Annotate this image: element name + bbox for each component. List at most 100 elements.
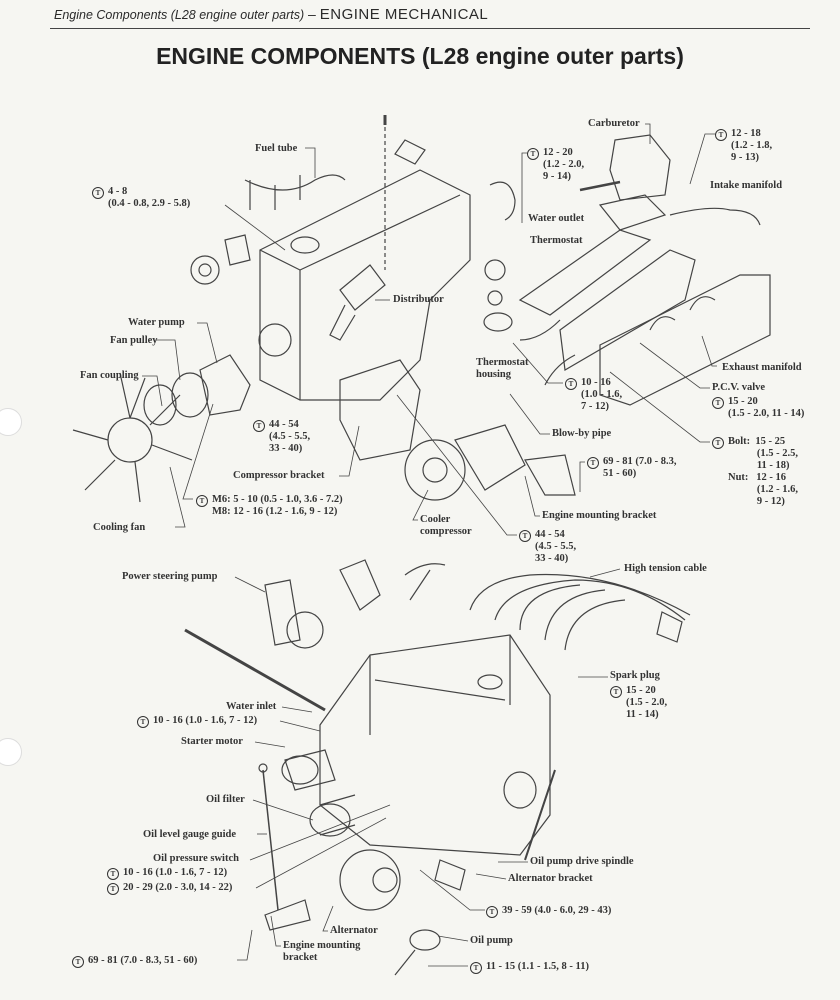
label-power-steering-pump: Power steering pump <box>122 571 218 582</box>
carburetor-part <box>579 134 671 231</box>
torque-icon <box>107 868 119 880</box>
label-alternator-bracket: Alternator bracket <box>508 873 593 884</box>
torque-value: 10 - 16 (1.0 - 1.6, 7 - 12) <box>581 377 623 412</box>
cooling-fan-part <box>72 354 251 503</box>
label-intake-manifold: Intake manifold <box>710 180 783 191</box>
torque-value: 69 - 81 (7.0 - 8.3, 51 - 60) <box>603 456 677 479</box>
torque-icon <box>72 956 84 968</box>
torque-value: 44 - 54 (4.5 - 5.5, 33 - 40) <box>269 419 311 454</box>
label-fan-pulley: Fan pulley <box>110 335 158 346</box>
torque-icon <box>527 148 539 160</box>
label-alternator: Alternator <box>330 925 378 936</box>
punch-hole <box>0 408 22 436</box>
torque-value: 39 - 59 (4.0 - 6.0, 29 - 43) <box>502 905 612 916</box>
torque-oil-filter: 20 - 29 (2.0 - 3.0, 14 - 22) <box>107 882 232 895</box>
torque-icon <box>565 378 577 390</box>
torque-icon <box>715 129 727 141</box>
torque-icon <box>196 495 208 507</box>
compressor-parts <box>339 359 576 501</box>
label-exhaust-manifold: Exhaust manifold <box>722 362 802 373</box>
torque-icon <box>253 420 265 432</box>
torque-oil-pressure-switch: 10 - 16 (1.0 - 1.6, 7 - 12) <box>107 867 227 880</box>
label-water-pump: Water pump <box>128 317 185 328</box>
punch-hole <box>0 738 22 766</box>
header-chapter: ENGINE MECHANICAL <box>319 6 489 23</box>
intake-manifold-part <box>518 207 761 371</box>
high-tension-cable-part <box>469 573 691 651</box>
torque-icon <box>610 686 622 698</box>
exhaust-manifold-part <box>599 274 771 406</box>
label-fan-coupling: Fan coupling <box>80 370 139 381</box>
torque-value: 44 - 54 (4.5 - 5.5, 33 - 40) <box>535 529 577 564</box>
torque-value: 20 - 29 (2.0 - 3.0, 14 - 22) <box>123 882 233 893</box>
label-high-tension-cable: High tension cable <box>624 563 707 574</box>
power-steering-parts <box>184 559 446 712</box>
label-fuel-tube: Fuel tube <box>255 143 298 154</box>
torque-manifold: Bolt: 15 - 25 (1.5 - 2.5, 11 - 18) Nut: … <box>712 436 798 508</box>
fuel-tube-part <box>244 174 346 210</box>
torque-carburetor: 12 - 18 (1.2 - 1.8, 9 - 13) <box>715 128 772 164</box>
label-thermostat: Thermostat <box>530 235 583 246</box>
torque-value: 15 - 20 (1.5 - 2.0, 11 - 14) <box>728 396 805 419</box>
upper-engine-block <box>258 115 471 401</box>
torque-icon <box>92 187 104 199</box>
torque-water-inlet: 10 - 16 (1.0 - 1.6, 7 - 12) <box>137 715 257 728</box>
torque-icon <box>107 883 119 895</box>
label-compressor-bracket: Compressor bracket <box>233 470 325 481</box>
torque-value: 11 - 15 (1.1 - 1.5, 8 - 11) <box>486 961 589 972</box>
torque-value: 12 - 18 (1.2 - 1.8, 9 - 13) <box>731 128 773 163</box>
torque-blow-by: 10 - 16 (1.0 - 1.6, 7 - 12) <box>565 377 622 413</box>
torque-value: 12 - 20 (1.2 - 2.0, 9 - 14) <box>543 147 585 182</box>
torque-icon <box>712 397 724 409</box>
fan-pulley-parts <box>190 234 251 285</box>
label-water-inlet: Water inlet <box>226 701 277 712</box>
running-header: Engine Components (L28 engine outer part… <box>54 6 488 23</box>
label-water-outlet: Water outlet <box>528 213 585 224</box>
torque-mount-upper: 69 - 81 (7.0 - 8.3, 51 - 60) <box>587 456 677 480</box>
label-oil-pump-drive-spindle: Oil pump drive spindle <box>530 856 634 867</box>
header-rule <box>50 28 810 29</box>
label-oil-pressure-switch: Oil pressure switch <box>153 853 239 864</box>
torque-alternator-bracket: 39 - 59 (4.0 - 6.0, 29 - 43) <box>486 905 611 918</box>
label-distributor: Distributor <box>393 294 444 305</box>
torque-value: 4 - 8 (0.4 - 0.8, 2.9 - 5.8) <box>108 186 191 209</box>
label-oil-filter: Oil filter <box>206 794 245 805</box>
label-thermostat-housing: Thermostat housing <box>476 357 529 380</box>
distributor-part <box>329 264 386 341</box>
torque-fan: M6: 5 - 10 (0.5 - 1.0, 3.6 - 7.2) M8: 12… <box>196 494 343 518</box>
torque-value: 10 - 16 (1.0 - 1.6, 7 - 12) <box>123 867 228 878</box>
label-cooler-compressor: Cooler compressor <box>420 514 472 537</box>
label-engine-mounting-bracket: Engine mounting bracket <box>542 510 657 521</box>
torque-icon <box>587 457 599 469</box>
label-blow-by-pipe: Blow-by pipe <box>552 428 612 439</box>
label-spark-plug: Spark plug <box>610 670 660 681</box>
leader-lines <box>142 123 717 967</box>
lower-accessories <box>258 749 466 976</box>
torque-icon <box>486 906 498 918</box>
torque-value: Bolt: 15 - 25 (1.5 - 2.5, 11 - 18) Nut: … <box>728 436 798 507</box>
torque-value: 15 - 20 (1.5 - 2.0, 11 - 14) <box>626 685 668 720</box>
label-oil-level-gauge-guide: Oil level gauge guide <box>143 829 237 840</box>
label-pcv-valve: P.C.V. valve <box>712 382 766 393</box>
torque-compressor-bracket: 44 - 54 (4.5 - 5.5, 33 - 40) <box>253 419 310 455</box>
label-engine-mounting-bracket-lower: Engine mounting bracket <box>283 940 361 963</box>
torque-value: M6: 5 - 10 (0.5 - 1.0, 3.6 - 7.2) M8: 12… <box>212 494 343 517</box>
page-title: ENGINE COMPONENTS (L28 engine outer part… <box>156 43 684 69</box>
torque-icon <box>137 716 149 728</box>
torque-compressor: 44 - 54 (4.5 - 5.5, 33 - 40) <box>519 529 576 565</box>
torque-water-outlet: 12 - 20 (1.2 - 2.0, 9 - 14) <box>527 147 584 183</box>
torque-mount-lower: 69 - 81 (7.0 - 8.3, 51 - 60) <box>72 955 197 968</box>
torque-value: 69 - 81 (7.0 - 8.3, 51 - 60) <box>88 955 198 966</box>
torque-pcv: 15 - 20 (1.5 - 2.0, 11 - 14) <box>712 396 804 420</box>
torque-spark-plug: 15 - 20 (1.5 - 2.0, 11 - 14) <box>610 685 667 721</box>
label-carburetor: Carburetor <box>588 118 640 129</box>
torque-icon <box>519 530 531 542</box>
label-cooling-fan: Cooling fan <box>93 522 146 533</box>
header-separator: – <box>304 6 320 22</box>
torque-value: 10 - 16 (1.0 - 1.6, 7 - 12) <box>153 715 258 726</box>
label-starter-motor: Starter motor <box>181 736 243 747</box>
torque-icon <box>712 437 724 449</box>
header-section: Engine Components (L28 engine outer part… <box>54 8 305 22</box>
torque-oil-pump: 11 - 15 (1.1 - 1.5, 8 - 11) <box>470 961 589 974</box>
